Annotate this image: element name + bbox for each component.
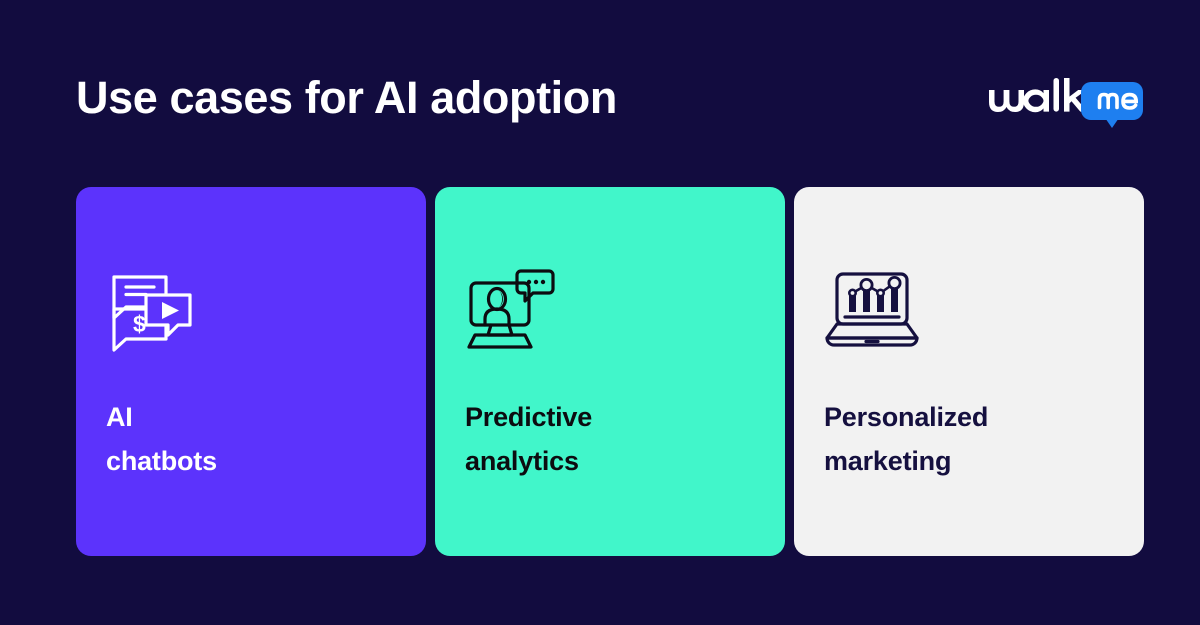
svg-text:$: $ [133, 311, 146, 337]
use-case-card-label: Predictive analytics [465, 402, 593, 476]
use-case-card-label: AI chatbots [106, 402, 217, 476]
laptop-chart-icon [794, 257, 1144, 357]
use-case-card-ai-chatbots[interactable]: $ AI chatbots [76, 187, 426, 556]
walkme-logo[interactable] [985, 72, 1143, 128]
page-title: Use cases for AI adoption [76, 72, 617, 123]
use-case-card-personalized-marketing[interactable]: Personalized marketing [794, 187, 1144, 556]
use-case-card-label: Personalized marketing [824, 402, 989, 476]
use-case-card-predictive-analytics[interactable]: Predictive analytics [435, 187, 785, 556]
use-case-card-list: $ AI chatbots [76, 187, 1144, 556]
monitor-person-chat-icon [435, 257, 785, 357]
header: Use cases for AI adoption [76, 62, 1143, 134]
chat-bubbles-icon: $ [76, 257, 426, 357]
